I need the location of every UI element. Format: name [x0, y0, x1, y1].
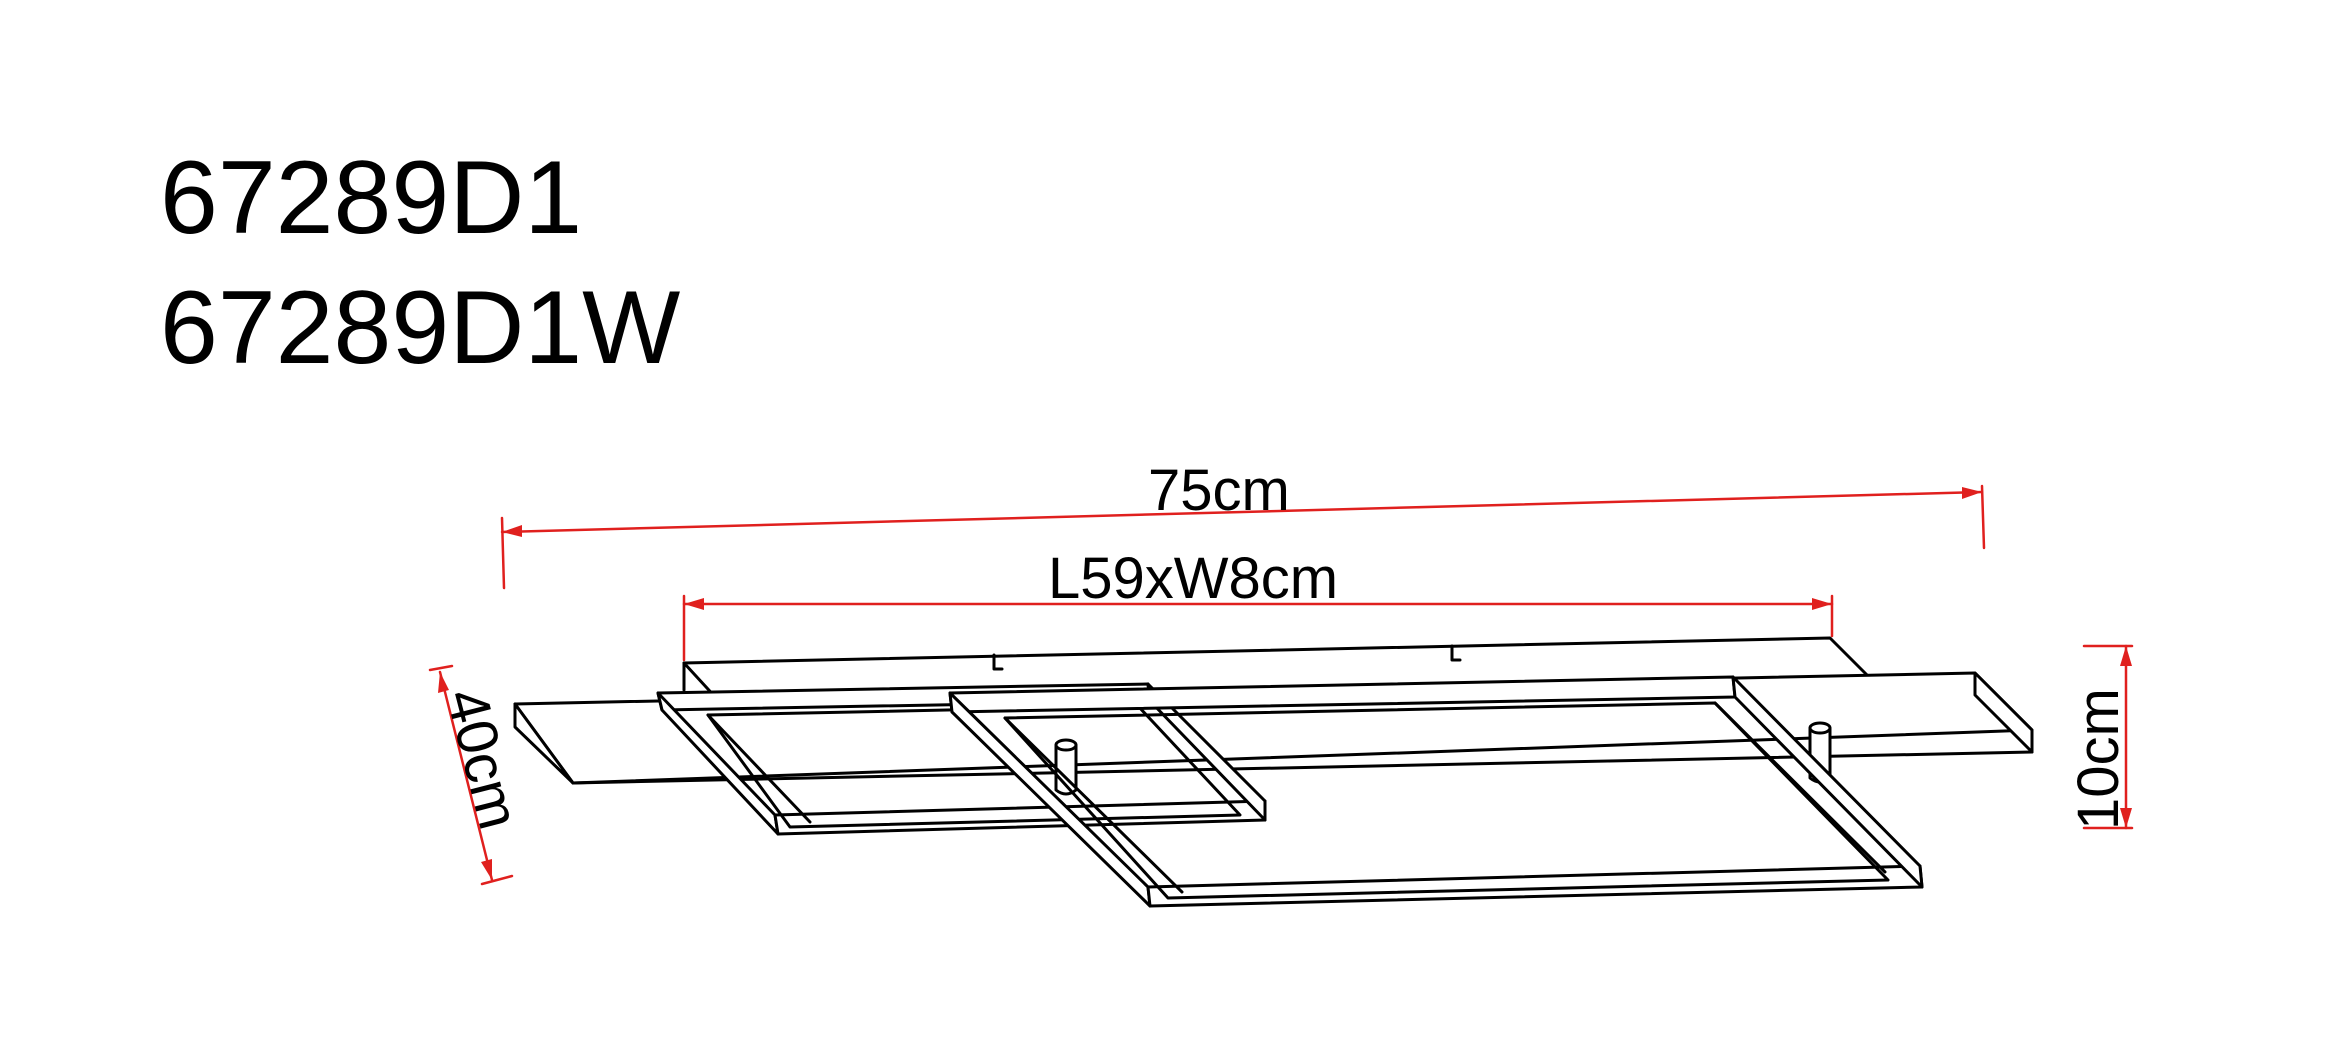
right-frame [948, 675, 1924, 908]
model-code-1: 67289D1 [160, 140, 582, 256]
overall-length-label: 75cm [1148, 458, 1290, 523]
depth-dimension [428, 664, 514, 886]
lower-bar-front [513, 702, 575, 785]
mounting-clip-right [1450, 644, 1462, 662]
canopy-size-dimension [682, 594, 1834, 662]
mounting-clip-left [992, 653, 1004, 671]
ceiling-lamp-drawing [513, 636, 2034, 908]
canopy-size-label: L59xW8cm [1048, 546, 1338, 611]
height-dimension [2082, 644, 2134, 830]
dimension-lines: 75cm L59xW8cm 40cm 10cm [428, 458, 2134, 886]
height-label: 10cm [2066, 688, 2131, 830]
model-code-2: 67289D1W [160, 270, 680, 386]
overall-length-dimension [500, 484, 1986, 590]
